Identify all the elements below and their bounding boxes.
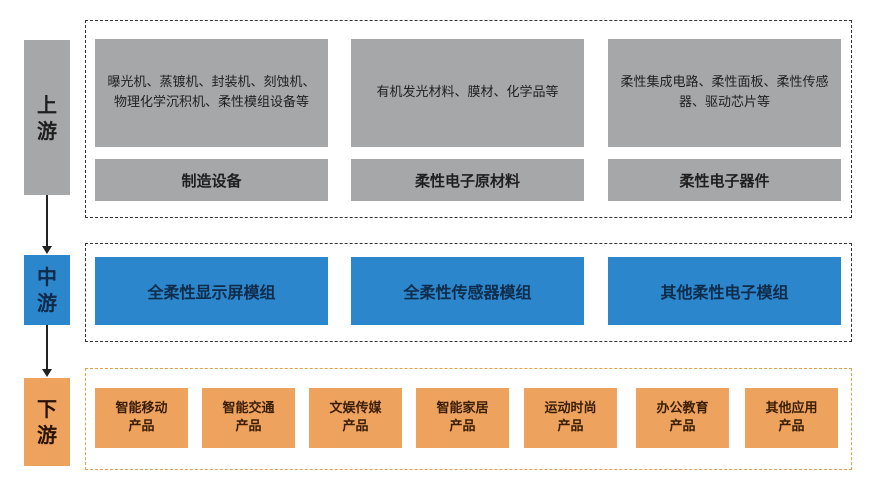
- downstream-product-transport-line2: 产品: [235, 419, 262, 434]
- upstream-category-equipment-text: 制造设备: [181, 171, 242, 190]
- downstream-product-home-line1: 智能家居: [436, 401, 489, 416]
- arrow-midstream-to-downstream: [42, 325, 52, 378]
- downstream-product-mobile: 智能移动 产品: [95, 388, 188, 448]
- upstream-category-materials-text: 柔性电子原材料: [414, 171, 520, 190]
- downstream-product-office-line2: 产品: [669, 419, 696, 434]
- downstream-product-home-line2: 产品: [449, 419, 476, 434]
- midstream-module-other-text: 其他柔性电子模组: [660, 283, 789, 302]
- downstream-stage-label: 下 游: [24, 378, 70, 466]
- downstream-product-mobile-line2: 产品: [128, 419, 155, 434]
- downstream-label-char-1: 下: [37, 397, 57, 421]
- downstream-product-mobile-line1: 智能移动: [115, 401, 168, 416]
- arrow-upstream-to-midstream: [42, 195, 52, 255]
- upstream-label-char-1: 上: [37, 92, 57, 117]
- upstream-category-devices: 柔性电子器件: [608, 159, 841, 201]
- downstream-product-other-line1: 其他应用: [765, 401, 818, 416]
- upstream-description-equipment: 曝光机、蒸镀机、封装机、刻蚀机、物理化学沉积机、柔性模组设备等: [95, 39, 328, 147]
- upstream-category-equipment: 制造设备: [95, 159, 328, 201]
- downstream-product-sports-line2: 产品: [557, 419, 584, 434]
- midstream-module-sensor: 全柔性传感器模组: [351, 257, 584, 325]
- upstream-description-devices-text: 柔性集成电路、柔性面板、柔性传感器、驱动芯片等: [620, 75, 829, 110]
- midstream-label-char-1: 中: [37, 265, 57, 289]
- midstream-group: [85, 243, 852, 342]
- upstream-category-materials: 柔性电子原材料: [351, 159, 584, 201]
- downstream-product-other: 其他应用 产品: [745, 388, 838, 448]
- downstream-product-media: 文娱传媒 产品: [309, 388, 402, 448]
- midstream-module-display: 全柔性显示屏模组: [95, 257, 328, 325]
- downstream-label-char-2: 游: [37, 423, 57, 447]
- downstream-product-office: 办公教育 产品: [636, 388, 729, 448]
- downstream-product-transport: 智能交通 产品: [202, 388, 295, 448]
- downstream-product-other-line2: 产品: [778, 419, 805, 434]
- downstream-product-media-line2: 产品: [342, 419, 369, 434]
- downstream-product-sports: 运动时尚 产品: [524, 388, 617, 448]
- downstream-product-sports-line1: 运动时尚: [544, 401, 597, 416]
- downstream-product-home: 智能家居 产品: [416, 388, 509, 448]
- midstream-stage-label: 中 游: [24, 255, 70, 325]
- midstream-module-sensor-text: 全柔性传感器模组: [403, 283, 532, 302]
- downstream-product-transport-line1: 智能交通: [222, 401, 275, 416]
- upstream-group: [85, 20, 852, 218]
- upstream-description-devices: 柔性集成电路、柔性面板、柔性传感器、驱动芯片等: [608, 39, 841, 147]
- downstream-product-office-line1: 办公教育: [656, 401, 709, 416]
- midstream-label-char-2: 游: [37, 291, 57, 315]
- upstream-category-devices-text: 柔性电子器件: [679, 171, 770, 190]
- downstream-group: [85, 368, 852, 470]
- upstream-description-materials: 有机发光材料、膜材、化学品等: [351, 39, 584, 147]
- midstream-module-other: 其他柔性电子模组: [608, 257, 841, 325]
- downstream-product-media-line1: 文娱传媒: [329, 401, 382, 416]
- upstream-description-equipment-text: 曝光机、蒸镀机、封装机、刻蚀机、物理化学沉积机、柔性模组设备等: [107, 75, 316, 110]
- upstream-description-materials-text: 有机发光材料、膜材、化学品等: [376, 85, 559, 100]
- upstream-label-char-2: 游: [37, 118, 57, 143]
- midstream-module-display-text: 全柔性显示屏模组: [147, 283, 276, 302]
- upstream-stage-label: 上 游: [24, 40, 70, 195]
